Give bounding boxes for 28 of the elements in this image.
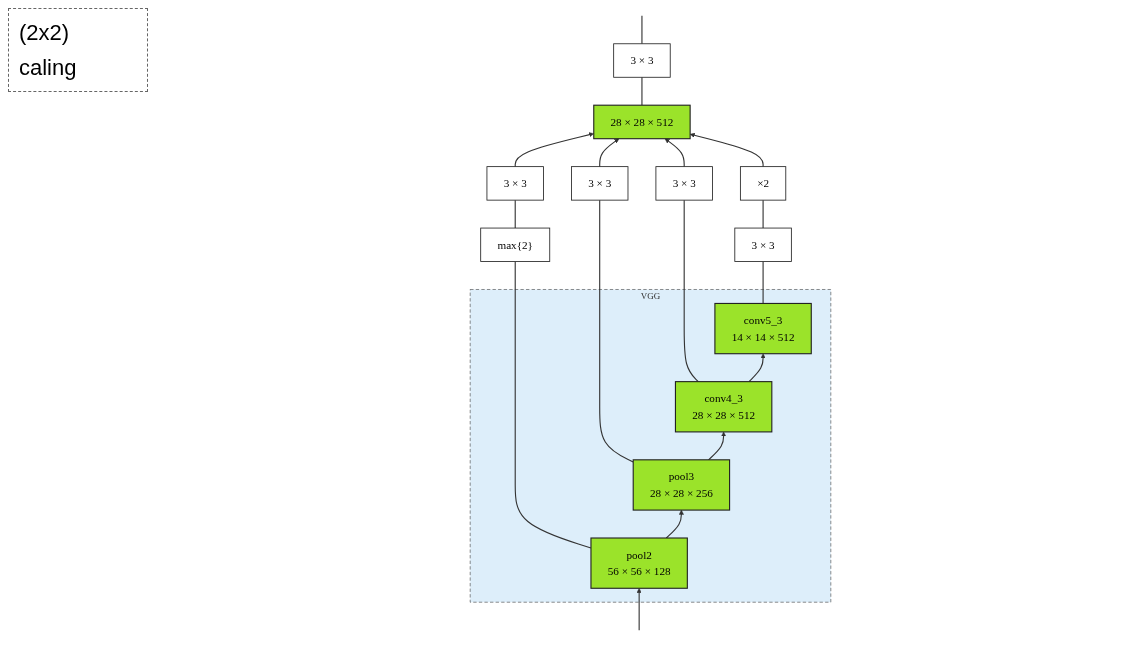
connector [762, 199, 764, 229]
connector [762, 260, 764, 304]
node-box: conv5_3 14 × 14 × 512 [714, 302, 812, 354]
node-box: 3 × 3 [486, 165, 544, 201]
node-box: 3 × 3 [655, 165, 713, 201]
node-box: 28 × 28 × 512 [593, 104, 691, 139]
node-box: pool3 28 × 28 × 256 [632, 458, 731, 511]
connector [641, 76, 643, 106]
node-box: pool2 56 × 56 × 128 [590, 536, 688, 589]
arrow [636, 587, 642, 631]
arrow [748, 353, 766, 382]
arrow [599, 138, 620, 167]
connector [514, 199, 516, 229]
node-box: 3 × 3 [571, 165, 629, 201]
connector [641, 14, 643, 44]
connector [683, 199, 699, 382]
node-box: 3 × 3 [734, 227, 792, 262]
arrow [514, 131, 594, 167]
node-box: conv4_3 28 × 28 × 512 [674, 380, 773, 432]
legend-text: (2x2) [19, 19, 71, 47]
legend-text: caling [19, 54, 78, 83]
node-box: 3 × 3 [613, 42, 671, 78]
arrow [664, 138, 685, 167]
node-box: max{2} [480, 227, 551, 262]
arrow [665, 509, 684, 539]
arrow [708, 431, 727, 460]
node-box: ×2 [739, 165, 787, 201]
connector [599, 199, 634, 462]
